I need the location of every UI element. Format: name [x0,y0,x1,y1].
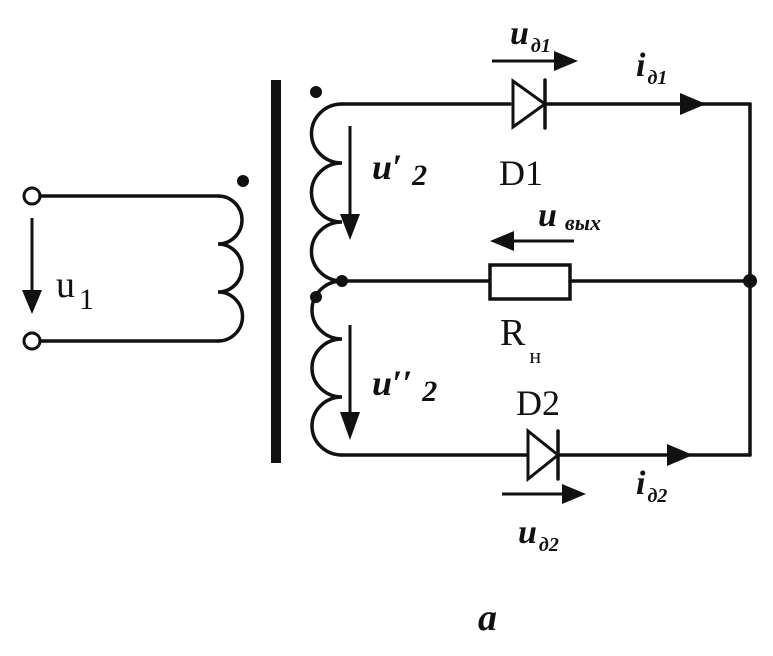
primary-winding [22,175,249,351]
ud1-arrow [492,51,578,71]
id1-arrow [680,93,706,115]
diode-d2 [526,427,752,483]
label-d1: D1 [499,153,543,193]
diode-d1 [511,78,752,130]
secondary-winding-top [309,86,512,283]
label-rn: Rн [500,312,541,368]
secondary-top-polarity-dot [310,86,322,98]
primary-polarity-dot [237,175,249,187]
secondary-bottom-polarity-dot [310,291,322,303]
load-resistor [340,263,752,301]
ud2-arrow [502,484,586,504]
label-u2-top: u′2 [372,147,427,192]
u2-top-arrow [340,126,360,240]
id2-arrow [667,444,693,466]
secondary-winding-bottom [310,279,530,457]
figure-caption: a [478,597,497,639]
primary-coil [216,194,245,343]
label-u2-bottom: u′′2 [372,363,437,408]
input-terminal-bottom [22,331,42,351]
uout-arrow [490,231,574,251]
u1-arrow [22,218,42,314]
input-terminal-top [22,186,42,206]
u2-bottom-arrow [340,325,360,440]
label-d2: D2 [516,383,560,423]
